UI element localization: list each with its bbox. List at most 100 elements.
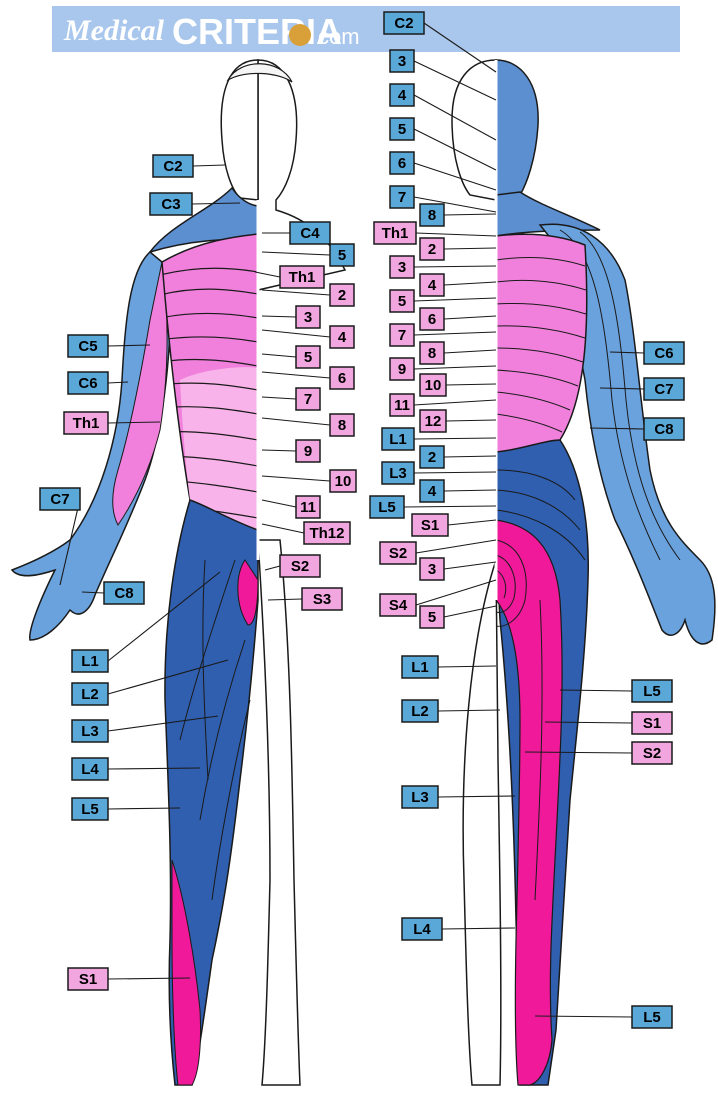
label-bC6: C6 bbox=[644, 342, 684, 364]
label-text-b4p: 4 bbox=[428, 277, 437, 294]
label-text-fTh1b: Th1 bbox=[73, 415, 100, 432]
label-text-f4: 4 bbox=[338, 329, 347, 346]
label-f3: 3 bbox=[296, 306, 320, 328]
label-text-fL2: L2 bbox=[81, 686, 99, 703]
label-text-b2: 2 bbox=[428, 241, 436, 258]
label-text-b3S: 3 bbox=[428, 561, 436, 578]
leader-b6p bbox=[444, 316, 496, 319]
label-text-f11: 11 bbox=[300, 499, 316, 516]
label-fL1: L1 bbox=[72, 650, 108, 672]
segment-labels: C2C3C45Th1234567891011Th12C5C6Th1C7C8S2S… bbox=[40, 12, 684, 1028]
label-b7p: 7 bbox=[390, 324, 414, 346]
label-b4p: 4 bbox=[420, 274, 444, 296]
label-bS2b: S2 bbox=[632, 742, 672, 764]
leader-fC2 bbox=[193, 165, 225, 166]
back-thoracic bbox=[496, 234, 587, 452]
label-text-b3: 3 bbox=[398, 53, 406, 70]
label-b2L: 2 bbox=[420, 446, 444, 468]
label-text-bTh1: Th1 bbox=[382, 225, 409, 242]
leader-b2L bbox=[444, 456, 496, 457]
leader-fTh12 bbox=[262, 524, 304, 533]
leader-b2 bbox=[444, 248, 496, 249]
label-text-f6: 6 bbox=[338, 370, 346, 387]
label-text-bS1b: S1 bbox=[643, 715, 661, 732]
label-b3p: 3 bbox=[390, 256, 414, 278]
label-text-bL2b: L2 bbox=[411, 703, 429, 720]
label-b8: 8 bbox=[420, 204, 444, 226]
label-bC7: C7 bbox=[644, 378, 684, 400]
label-fL5: L5 bbox=[72, 798, 108, 820]
front-head-left bbox=[221, 60, 258, 200]
label-text-b9p: 9 bbox=[398, 361, 406, 378]
label-f7: 7 bbox=[296, 388, 320, 410]
label-b3: 3 bbox=[390, 50, 414, 72]
label-bS1b: S1 bbox=[632, 712, 672, 734]
label-f4: 4 bbox=[330, 326, 354, 348]
label-text-b8p: 8 bbox=[428, 345, 436, 362]
label-bC8: C8 bbox=[644, 418, 684, 440]
label-text-bS2b: S2 bbox=[643, 745, 661, 762]
label-text-fTh1: Th1 bbox=[289, 269, 316, 286]
leader-bL1 bbox=[414, 438, 496, 439]
label-text-b4L: 4 bbox=[428, 483, 437, 500]
label-fS3: S3 bbox=[302, 588, 342, 610]
label-bL5c: L5 bbox=[632, 1006, 672, 1028]
label-text-bL5b: L5 bbox=[643, 683, 661, 700]
label-fL2: L2 bbox=[72, 683, 108, 705]
label-text-fTh12: Th12 bbox=[309, 525, 344, 542]
label-f11: 11 bbox=[296, 496, 320, 518]
leader-b11p bbox=[414, 400, 496, 405]
label-text-f7: 7 bbox=[304, 391, 312, 408]
label-bS1: S1 bbox=[412, 514, 448, 536]
label-b4L: 4 bbox=[420, 480, 444, 502]
label-text-bL5: L5 bbox=[378, 499, 396, 516]
label-text-fC4: C4 bbox=[300, 225, 320, 242]
leader-b7p bbox=[414, 332, 496, 335]
label-b3S: 3 bbox=[420, 558, 444, 580]
label-b10p: 10 bbox=[420, 374, 446, 396]
label-fC4: C4 bbox=[290, 222, 330, 244]
label-text-fL4: L4 bbox=[81, 761, 99, 778]
label-text-bS1: S1 bbox=[421, 517, 439, 534]
label-b9p: 9 bbox=[390, 358, 414, 380]
leader-bTh1 bbox=[416, 233, 496, 236]
label-text-fC6: C6 bbox=[78, 375, 97, 392]
label-f5: 5 bbox=[296, 346, 320, 368]
leader-f10 bbox=[262, 476, 330, 481]
label-text-f3: 3 bbox=[304, 309, 312, 326]
label-text-bC7: C7 bbox=[654, 381, 673, 398]
label-b4: 4 bbox=[390, 84, 414, 106]
label-text-fS1: S1 bbox=[79, 971, 97, 988]
label-text-bC6: C6 bbox=[654, 345, 673, 362]
label-f6: 6 bbox=[330, 367, 354, 389]
label-text-bC2: C2 bbox=[394, 15, 413, 32]
label-fC7: C7 bbox=[40, 488, 80, 510]
banner-brand-main: CRITERIA bbox=[172, 11, 342, 52]
label-text-fC2: C2 bbox=[163, 158, 182, 175]
label-text-f10: 10 bbox=[335, 473, 352, 490]
leader-f5 bbox=[262, 354, 296, 357]
leader-bL3b bbox=[438, 796, 515, 797]
back-head-c2 bbox=[496, 60, 538, 200]
leader-bL5 bbox=[404, 506, 496, 507]
label-text-fC8: C8 bbox=[114, 585, 133, 602]
label-text-fS3: S3 bbox=[313, 591, 331, 608]
label-bL3b: L3 bbox=[402, 786, 438, 808]
label-bL2b: L2 bbox=[402, 700, 438, 722]
label-text-b6p: 6 bbox=[428, 311, 436, 328]
label-text-b5S: 5 bbox=[428, 609, 436, 626]
label-text-fL5: L5 bbox=[81, 801, 99, 818]
label-fL3: L3 bbox=[72, 720, 108, 742]
label-fS1: S1 bbox=[68, 968, 108, 990]
label-text-b7: 7 bbox=[398, 189, 406, 206]
label-bL1: L1 bbox=[382, 428, 414, 450]
label-text-b11p: 11 bbox=[394, 397, 410, 414]
leader-f2 bbox=[262, 290, 330, 295]
label-text-bL5c: L5 bbox=[643, 1009, 661, 1026]
leader-b12p bbox=[446, 420, 496, 421]
label-f9: 9 bbox=[296, 440, 320, 462]
leader-b4L bbox=[444, 490, 496, 491]
label-fS2: S2 bbox=[280, 555, 320, 577]
label-fTh1b: Th1 bbox=[64, 412, 108, 434]
